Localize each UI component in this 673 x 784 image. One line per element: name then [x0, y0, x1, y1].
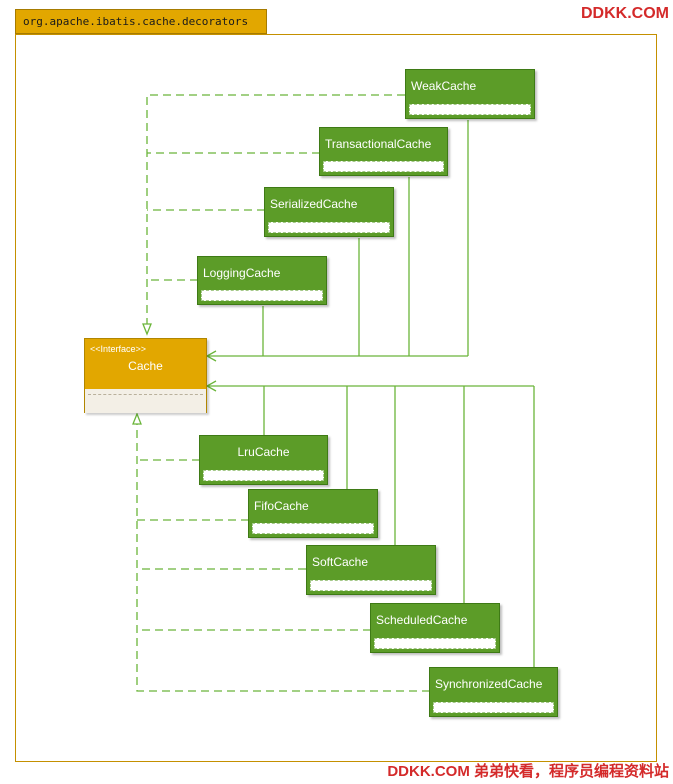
realization-synchronizedcache: [136, 424, 430, 692]
class-lrucache: LruCache: [199, 435, 328, 485]
class-serializedcache: SerializedCache: [264, 187, 394, 237]
class-name: SerializedCache: [270, 197, 358, 211]
realization-weakcache: [146, 94, 405, 326]
realization-arrowhead-top: [142, 323, 152, 336]
association-arrowhead-top: [205, 350, 217, 362]
class-attributes-compartment: [374, 638, 496, 649]
package-frame: [15, 34, 657, 762]
class-softcache: SoftCache: [306, 545, 436, 595]
association-arrowhead-bottom: [205, 380, 217, 392]
cache-interface: <<Interface>> Cache: [84, 338, 207, 413]
class-name: LruCache: [237, 445, 290, 459]
interface-name: Cache: [128, 359, 163, 373]
class-name: SoftCache: [312, 555, 369, 569]
class-attributes-compartment: [310, 580, 432, 591]
class-attributes-compartment: [323, 161, 444, 172]
class-loggingcache: LoggingCache: [197, 256, 327, 305]
class-synchronizedcache: SynchronizedCache: [429, 667, 558, 717]
class-weakcache: WeakCache: [405, 69, 535, 119]
class-attributes-compartment: [268, 222, 390, 233]
class-name: SynchronizedCache: [435, 677, 543, 691]
package-tab: org.apache.ibatis.cache.decorators: [15, 9, 267, 34]
class-fifocache: FifoCache: [248, 489, 378, 538]
class-attributes-compartment: [433, 702, 554, 713]
watermark-bottom: DDKK.COM 弟弟快看，程序员编程资料站: [387, 763, 669, 780]
class-scheduledcache: ScheduledCache: [370, 603, 500, 653]
class-attributes-compartment: [201, 290, 323, 301]
watermark-top: DDKK.COM: [581, 5, 669, 22]
class-name: LoggingCache: [203, 266, 281, 280]
class-attributes-compartment: [203, 470, 324, 481]
class-attributes-compartment: [252, 523, 374, 534]
realization-arrowhead-bottom: [132, 412, 142, 425]
class-name: FifoCache: [254, 499, 309, 513]
class-transactionalcache: TransactionalCache: [319, 127, 448, 176]
interface-stereotype: <<Interface>>: [90, 344, 147, 354]
class-name: WeakCache: [411, 79, 477, 93]
class-attributes-compartment: [409, 104, 531, 115]
class-name: ScheduledCache: [376, 613, 468, 627]
class-name: TransactionalCache: [325, 137, 432, 151]
interface-operations-compartment: [85, 389, 206, 413]
